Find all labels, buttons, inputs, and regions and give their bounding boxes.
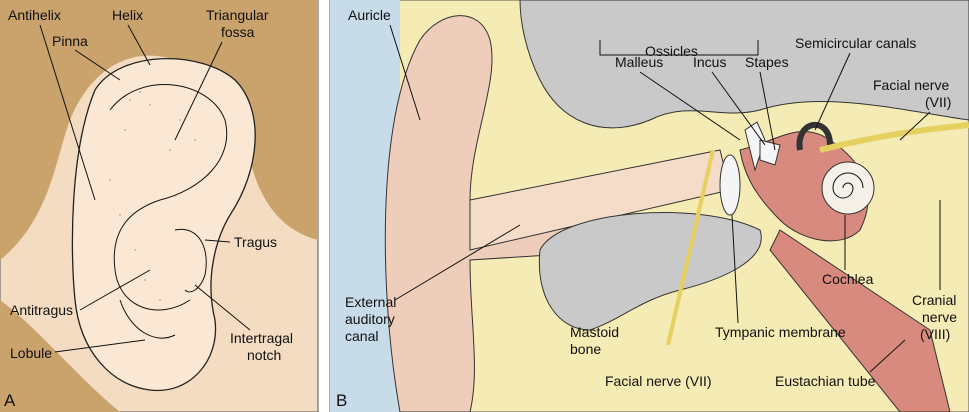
hair [0, 0, 318, 260]
panel-a-letter: A [4, 391, 16, 410]
antihelix-ridge [109, 84, 228, 311]
label-external-3: canal [345, 328, 378, 344]
label-tragus: Tragus [234, 234, 277, 250]
label-antihelix: Antihelix [8, 7, 61, 23]
leader-lines-a [39, 24, 251, 353]
label-stapes: Stapes [745, 54, 789, 70]
label-lobule: Lobule [10, 345, 52, 361]
panel-b-letter: B [336, 391, 347, 410]
semicircular-canal-shape [796, 122, 833, 151]
nerve-bundle [819, 122, 969, 153]
label-helix: Helix [112, 7, 143, 23]
label-cochlea: Cochlea [822, 271, 874, 287]
tragus-shape [174, 228, 207, 293]
ear-outline [71, 58, 256, 392]
tympanic-membrane-shape [719, 154, 741, 216]
label-external-2: auditory [345, 311, 395, 327]
label-intertragal-1: Intertragal [230, 330, 293, 346]
label-eustachian-tube: Eustachian tube [775, 373, 876, 389]
label-cranial-3: (VIII) [920, 326, 950, 342]
panel-b-ear-cross-section: Auricle Ossicles Malleus Incus Stapes Se… [329, 0, 969, 412]
label-antitragus: Antitragus [10, 302, 73, 318]
label-intertragal-2: notch [247, 347, 281, 363]
label-mastoid-2: bone [570, 341, 601, 357]
label-auricle: Auricle [348, 7, 391, 23]
label-incus: Incus [693, 54, 726, 70]
panel-a-external-ear: Antihelix Pinna Helix Triangular fossa T… [0, 0, 319, 412]
antitragus-shape [119, 299, 176, 339]
mastoid-bone-shape [538, 212, 762, 331]
label-tympanic-membrane: Tympanic membrane [715, 324, 846, 340]
label-semicircular-canals: Semicircular canals [795, 35, 916, 51]
label-mastoid-1: Mastoid [570, 324, 619, 340]
leader-lines-b [389, 24, 941, 373]
eustachian-tube-shape [769, 229, 951, 412]
temporal-bone [519, 0, 969, 129]
cochlea-spiral [832, 172, 864, 199]
label-facial-nerve-top-1: Facial nerve [873, 77, 949, 93]
hair-lower [0, 300, 120, 412]
cochlea-shape [821, 161, 875, 215]
facial-nerve-shape [666, 149, 715, 346]
stipple-dots [109, 91, 196, 301]
ossicles-bracket [599, 40, 759, 56]
label-facial-nerve-bottom: Facial nerve (VII) [605, 373, 712, 389]
label-malleus: Malleus [615, 54, 663, 70]
label-triangular-fossa-1: Triangular [206, 7, 269, 23]
label-external-1: External [345, 294, 396, 310]
label-pinna: Pinna [52, 33, 88, 49]
label-facial-nerve-top-2: (VII) [925, 94, 951, 110]
label-triangular-fossa-2: fossa [221, 24, 255, 40]
label-cranial-1: Cranial [912, 292, 956, 308]
label-cranial-2: nerve [922, 309, 957, 325]
ossicle-shapes [744, 121, 781, 172]
